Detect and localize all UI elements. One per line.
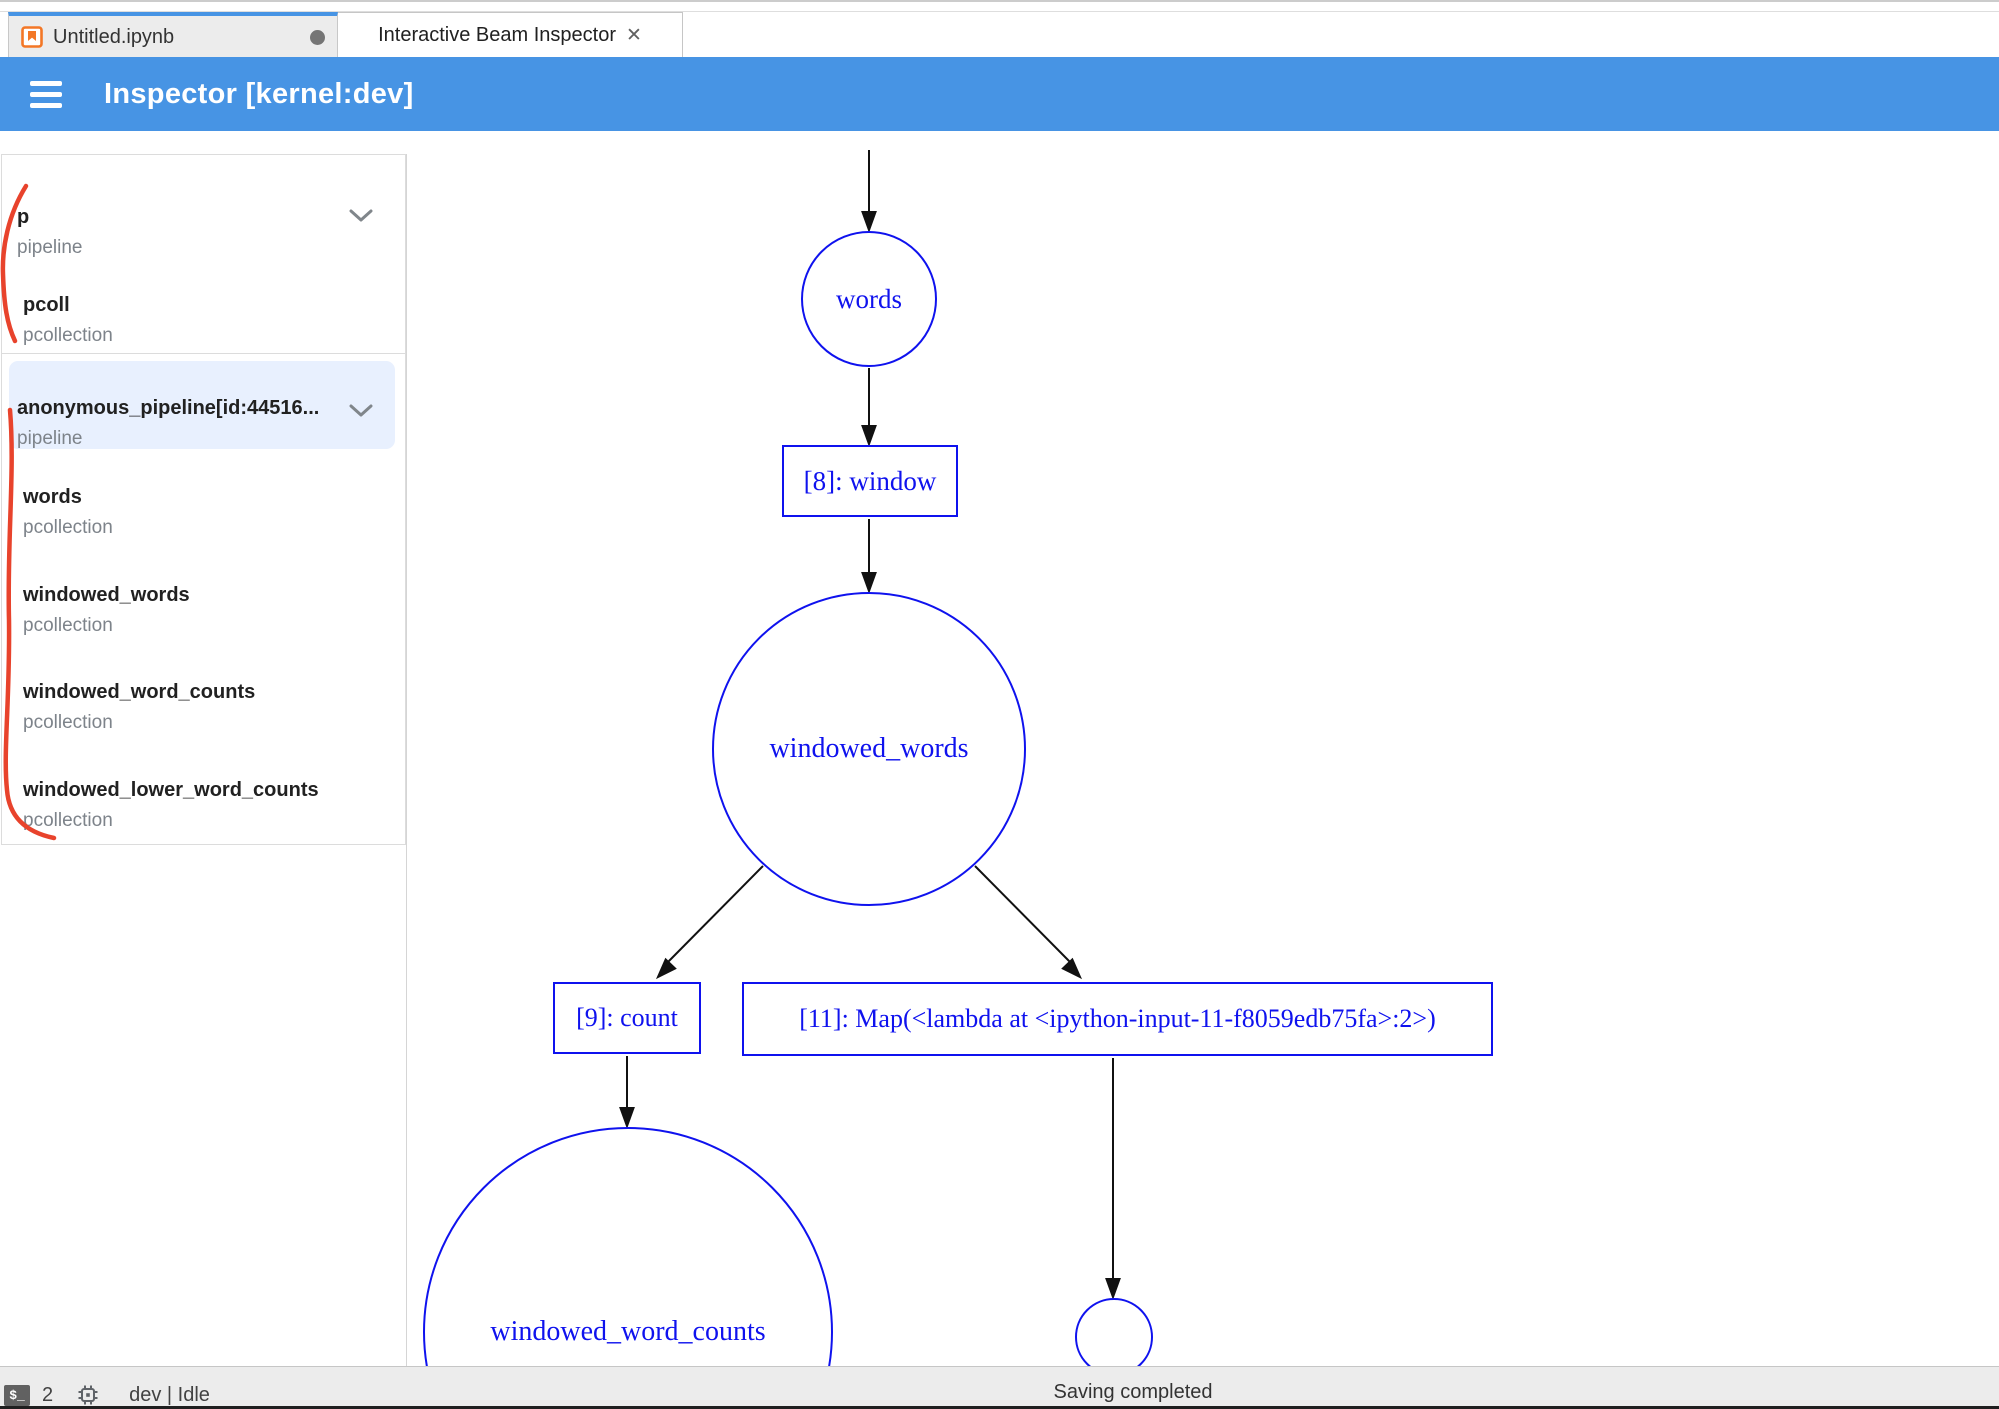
inspector-header: Inspector [kernel:dev] <box>0 57 1999 131</box>
item-name: words <box>23 486 82 508</box>
item-type: pipeline <box>17 237 83 258</box>
graph-node-label: windowed_words <box>769 733 969 764</box>
graph-node-label: [8]: window <box>803 465 937 496</box>
graph-node-window-transform: [8]: window <box>782 445 958 517</box>
kernel-icon[interactable] <box>77 1384 99 1406</box>
item-type: pcollection <box>23 517 113 538</box>
kernel-status[interactable]: dev | Idle <box>129 1384 210 1406</box>
item-type: pcollection <box>23 712 113 733</box>
graph-node-label: words <box>836 283 902 314</box>
sidebar-item-words[interactable]: words pcollection <box>23 486 113 539</box>
item-type: pipeline <box>17 428 83 449</box>
item-name: windowed_lower_word_counts <box>23 779 319 801</box>
item-name: anonymous_pipeline[id:44516... <box>17 397 320 419</box>
tab-label: Untitled.ipynb <box>53 25 175 48</box>
sidebar-item-windowed-words[interactable]: windowed_words pcollection <box>23 584 190 637</box>
graph-node-words: words <box>801 231 937 367</box>
selected-row-highlight <box>9 361 395 449</box>
status-left-group: $_ 2 dev | Idle <box>4 1384 210 1406</box>
item-type: pcollection <box>23 325 113 346</box>
inspectables-sidebar: p pipeline pcoll pcollection anonymous_p… <box>1 154 406 845</box>
edge-windowed-words-to-count <box>666 865 764 964</box>
notebook-icon <box>21 26 43 48</box>
chevron-down-icon[interactable] <box>349 404 373 418</box>
terminal-icon[interactable]: $_ <box>4 1385 30 1406</box>
section-divider <box>2 353 405 354</box>
sidebar-item-windowed-word-counts[interactable]: windowed_word_counts pcollection <box>23 681 255 734</box>
unsaved-changes-indicator[interactable] <box>310 29 325 45</box>
sidebar-item-pcoll[interactable]: pcoll pcollection <box>23 294 113 347</box>
sidebar-item-p[interactable]: p pipeline <box>17 206 83 259</box>
item-name: pcoll <box>23 294 70 316</box>
sidebar-item-windowed-lower-word-counts[interactable]: windowed_lower_word_counts pcollection <box>23 779 319 832</box>
item-name: p <box>17 206 30 228</box>
item-type: pcollection <box>23 615 113 636</box>
item-name: windowed_word_counts <box>23 681 256 703</box>
chevron-down-icon[interactable] <box>349 209 373 223</box>
page-title: Inspector [kernel:dev] <box>104 77 414 110</box>
item-type: pcollection <box>23 810 113 831</box>
graph-node-windowed-lower-word-counts <box>1075 1298 1153 1366</box>
tab-untitled-notebook[interactable]: Untitled.ipynb <box>8 12 338 58</box>
tab-label: Interactive Beam Inspector <box>378 24 616 46</box>
terminal-count: 2 <box>42 1384 54 1406</box>
status-message: Saving completed <box>1053 1381 1213 1403</box>
tab-interactive-beam-inspector[interactable]: Interactive Beam Inspector ✕ <box>338 12 683 58</box>
graph-node-map-transform: [11]: Map(<lambda at <ipython-input-11-f… <box>742 982 1493 1056</box>
close-icon[interactable]: ✕ <box>625 25 642 46</box>
graph-node-label: windowed_word_counts <box>490 1316 766 1347</box>
graph-node-windowed-word-counts: windowed_word_counts <box>423 1127 833 1366</box>
graph-node-label: [11]: Map(<lambda at <ipython-input-11-f… <box>799 1004 1436 1033</box>
graph-node-windowed-words: windowed_words <box>712 592 1026 906</box>
status-bar: $_ 2 dev | Idle Saving completed <box>0 1366 1999 1409</box>
sidebar-item-anonymous-pipeline[interactable]: anonymous_pipeline[id:44516... pipeline <box>17 397 319 450</box>
graph-node-count-transform: [9]: count <box>553 982 701 1054</box>
dock-tab-bar: Untitled.ipynb Interactive Beam Inspecto… <box>0 11 1999 58</box>
graph-node-label: [9]: count <box>576 1003 678 1032</box>
menu-icon[interactable] <box>30 80 62 108</box>
panel-divider <box>406 154 407 1366</box>
item-name: windowed_words <box>23 584 190 606</box>
edge-windowed-words-to-map <box>974 865 1072 964</box>
